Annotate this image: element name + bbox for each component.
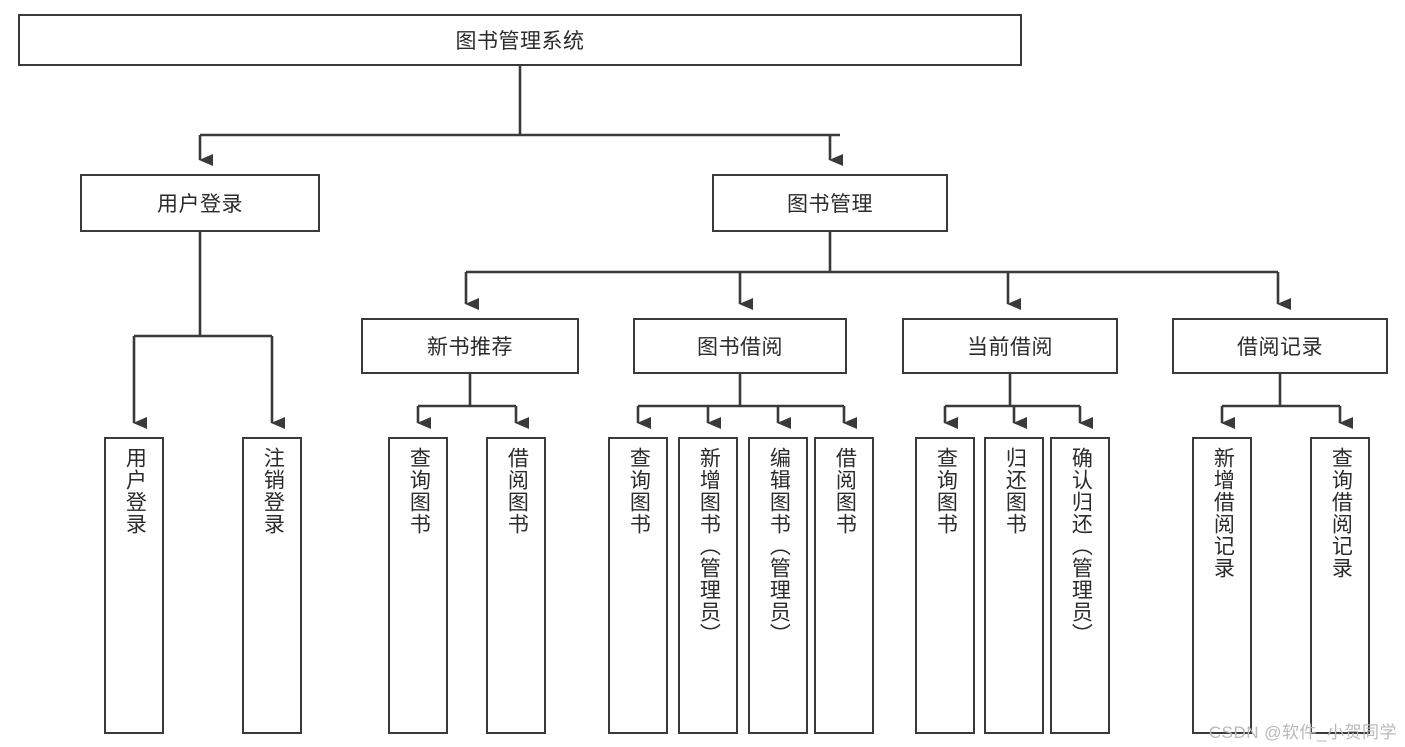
leaf-add-book-admin-label: 新增图书（管理员） (697, 447, 721, 645)
leaf-confirm-return-admin[interactable]: 确认归还（管理员） (1050, 437, 1110, 734)
leaf-user-login[interactable]: 用户登录 (104, 437, 164, 734)
edges-current-borrow-children (943, 374, 1093, 429)
leaf-user-logout-label: 注销登录 (261, 447, 285, 535)
leaf-add-borrow-record[interactable]: 新增借阅记录 (1192, 437, 1252, 734)
leaf-add-book-admin[interactable]: 新增图书（管理员） (678, 437, 738, 734)
edges-borrow-record-children (1220, 374, 1353, 429)
leaf-confirm-return-admin-label: 确认归还（管理员） (1069, 447, 1093, 645)
node-current-borrow-label: 当前借阅 (967, 336, 1053, 359)
node-user-login-label: 用户登录 (157, 193, 243, 216)
leaf-query-book-borrow[interactable]: 查询图书 (608, 437, 668, 734)
leaf-query-book-recommend-label: 查询图书 (407, 447, 431, 535)
leaf-return-book[interactable]: 归还图书 (984, 437, 1044, 734)
node-current-borrow[interactable]: 当前借阅 (902, 318, 1118, 374)
leaf-query-book-borrow-label: 查询图书 (627, 447, 651, 535)
leaf-borrow-book-recommend[interactable]: 借阅图书 (486, 437, 546, 734)
leaf-edit-book-admin-label: 编辑图书（管理员） (767, 447, 791, 645)
node-user-login[interactable]: 用户登录 (80, 174, 320, 232)
node-book-borrow-label: 图书借阅 (697, 336, 783, 359)
edges-new-book-rec-children (416, 374, 529, 429)
node-book-manage[interactable]: 图书管理 (712, 174, 948, 232)
node-borrow-record-label: 借阅记录 (1237, 336, 1323, 359)
leaf-query-book-current[interactable]: 查询图书 (915, 437, 975, 734)
leaf-borrow-book-recommend-label: 借阅图书 (505, 447, 529, 535)
node-root-label: 图书管理系统 (455, 30, 585, 53)
edges-root-to-level2 (198, 66, 843, 166)
leaf-edit-book-admin[interactable]: 编辑图书（管理员） (748, 437, 808, 734)
leaf-user-logout[interactable]: 注销登录 (242, 437, 302, 734)
node-new-book-recommend[interactable]: 新书推荐 (361, 318, 579, 374)
leaf-return-book-label: 归还图书 (1003, 447, 1027, 535)
leaf-borrow-book-label: 借阅图书 (833, 447, 857, 535)
node-book-manage-label: 图书管理 (787, 193, 873, 216)
leaf-user-login-label: 用户登录 (123, 447, 147, 535)
node-new-book-recommend-label: 新书推荐 (427, 336, 513, 359)
leaf-query-book-recommend[interactable]: 查询图书 (388, 437, 448, 734)
leaf-borrow-book[interactable]: 借阅图书 (814, 437, 874, 734)
node-borrow-record[interactable]: 借阅记录 (1172, 318, 1388, 374)
node-root[interactable]: 图书管理系统 (18, 14, 1022, 66)
leaf-add-borrow-record-label: 新增借阅记录 (1211, 447, 1235, 579)
edges-user-login-children (132, 232, 285, 429)
leaf-query-borrow-record-label: 查询借阅记录 (1329, 447, 1353, 579)
node-book-borrow[interactable]: 图书借阅 (633, 318, 847, 374)
leaf-query-borrow-record[interactable]: 查询借阅记录 (1310, 437, 1370, 734)
edges-book-borrow-children (636, 374, 857, 429)
leaf-query-book-current-label: 查询图书 (934, 447, 958, 535)
edges-book-manage-children (464, 232, 1291, 310)
